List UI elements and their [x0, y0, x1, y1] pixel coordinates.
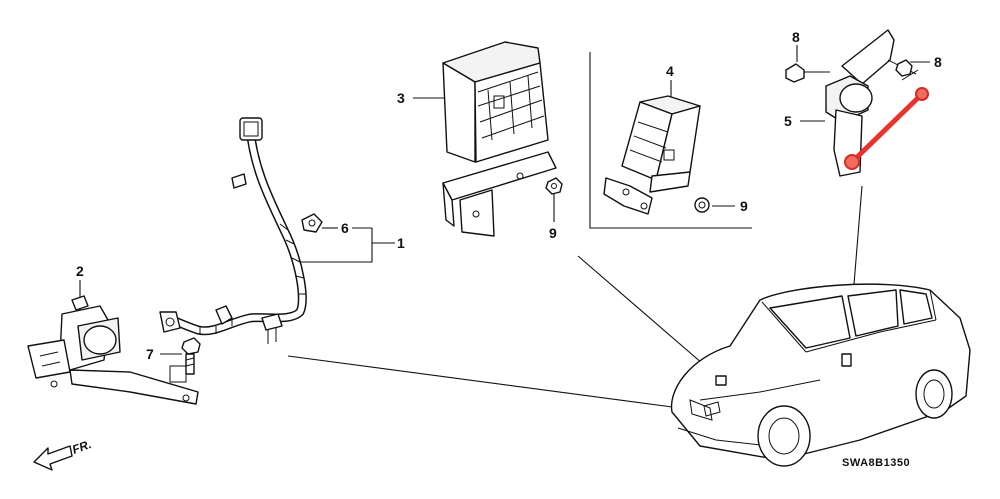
front-direction-arrow: FR.: [33, 437, 93, 471]
bolt-8-right[interactable]: [895, 59, 913, 77]
callout-7: 7: [146, 346, 154, 362]
callout-labels: 1 2 3 4 5 6 7 8 8 9 9: [76, 29, 942, 362]
control-unit-part-3[interactable]: [442, 41, 557, 237]
front-marker-label: FR.: [70, 437, 93, 457]
callout-6: 6: [341, 220, 349, 236]
callout-3: 3: [397, 90, 405, 106]
diagram-code: SWA8B1350: [842, 457, 910, 469]
height-sensor-part-5[interactable]: [825, 29, 929, 177]
vehicle-illustration: [670, 283, 971, 467]
bolt-8-left[interactable]: [785, 63, 830, 83]
actuator-part-2[interactable]: [27, 295, 199, 405]
callout-5: 5: [784, 113, 792, 129]
callout-8-right: 8: [934, 54, 942, 70]
callout-2: 2: [76, 263, 84, 279]
bolt-7[interactable]: [169, 337, 201, 383]
nut-9-left[interactable]: [545, 177, 563, 195]
leader-lines: [79, 45, 930, 409]
sensor-unit-part-4[interactable]: [603, 95, 701, 215]
callout-9-right: 9: [740, 198, 748, 214]
callout-4: 4: [666, 63, 674, 79]
callout-8-left: 8: [792, 29, 800, 45]
callout-9-left: 9: [549, 225, 557, 241]
callout-1: 1: [397, 235, 405, 251]
nut-9-right[interactable]: [694, 197, 710, 213]
clip-6[interactable]: [301, 213, 323, 233]
wire-harness-part-1[interactable]: [159, 117, 307, 344]
